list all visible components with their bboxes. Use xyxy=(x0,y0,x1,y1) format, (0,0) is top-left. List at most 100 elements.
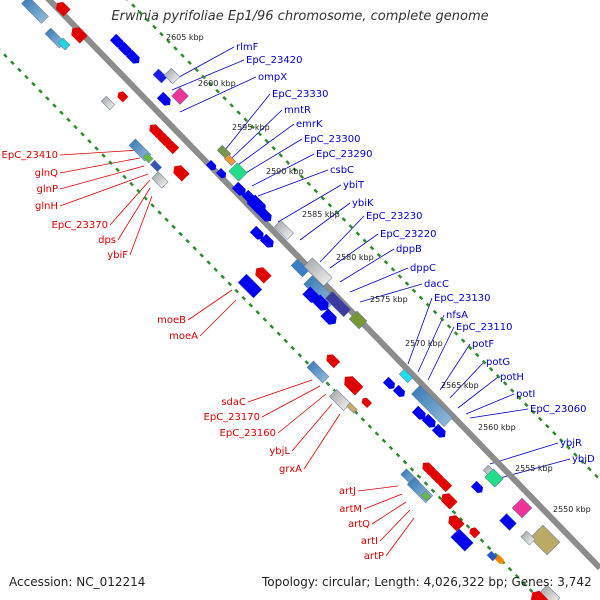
gene-feature-box xyxy=(228,162,248,182)
reverse-label-connector xyxy=(379,509,411,542)
reverse-gene-label: EpC_23160 xyxy=(220,428,276,439)
scale-tick-label: 2605 kbp xyxy=(166,33,204,42)
forward-gene-label: nfsA xyxy=(446,310,468,321)
forward-label-connector xyxy=(257,169,329,197)
forward-gene-arrow xyxy=(246,194,266,214)
gene-feature-box xyxy=(511,497,533,519)
reverse-gene-label: grxA xyxy=(279,464,302,475)
scale-tick-label: 2585 kbp xyxy=(302,210,340,219)
forward-gene-label: ybjD xyxy=(572,454,595,465)
reverse-label-connector xyxy=(261,385,321,418)
forward-gene-arrow xyxy=(382,376,395,389)
reverse-gene-arrow xyxy=(361,397,373,409)
forward-label-connector xyxy=(277,184,342,223)
gene-feature-box xyxy=(346,402,358,414)
reverse-gene-label: moeA xyxy=(169,331,198,342)
forward-gene-label: potI xyxy=(516,389,535,400)
genome-stats-text: Topology: circular; Length: 4,026,322 bp… xyxy=(262,575,592,589)
reverse-gene-arrow xyxy=(441,493,458,510)
reverse-gene-arrow xyxy=(55,1,71,17)
gene-feature-box xyxy=(149,159,163,173)
forward-label-connector xyxy=(465,393,515,415)
forward-label-connector xyxy=(299,202,351,241)
reverse-gene-label: artI xyxy=(361,536,378,547)
reverse-label-connector xyxy=(59,157,141,174)
gene-feature-box xyxy=(486,550,498,562)
forward-gene-arrow xyxy=(259,233,274,248)
accession-text: Accession: NC_012214 xyxy=(9,575,146,589)
reverse-label-connector xyxy=(277,393,327,434)
reverse-gene-label: EpC_23370 xyxy=(52,220,108,231)
gene-feature-box xyxy=(171,87,189,105)
reverse-gene-arrow xyxy=(438,478,453,493)
gene-feature-box xyxy=(142,152,154,164)
forward-label-connector xyxy=(329,233,379,269)
gene-feature-box xyxy=(499,513,517,531)
reverse-gene-arrow xyxy=(165,140,180,155)
forward-gene-arrow xyxy=(205,159,217,171)
scale-tick-label: 2595 kbp xyxy=(232,123,270,132)
forward-label-connector xyxy=(319,215,365,263)
reverse-gene-label: moeB xyxy=(157,315,186,326)
forward-gene-arrow xyxy=(125,49,140,64)
gene-feature-box xyxy=(329,389,351,411)
reverse-gene-label: EpC_23410 xyxy=(2,150,58,161)
forward-gene-arrow xyxy=(392,384,405,397)
forward-gene-label: EpC_23420 xyxy=(246,55,302,66)
reverse-label-connector xyxy=(303,413,341,470)
scale-tick-label: 2550 kbp xyxy=(553,505,591,514)
forward-gene-label: EpC_23230 xyxy=(366,211,422,222)
forward-gene-label: potG xyxy=(486,357,510,368)
forward-gene-label: dppC xyxy=(410,263,436,274)
reverse-gene-arrow xyxy=(117,91,129,103)
reverse-gene-arrow xyxy=(255,267,272,284)
reverse-gene-arrow xyxy=(173,165,190,182)
forward-gene-label: EpC_23110 xyxy=(456,322,512,333)
reverse-gene-label: glnQ xyxy=(35,168,58,179)
scale-tick-label: 2575 kbp xyxy=(370,295,408,304)
forward-label-connector xyxy=(243,138,303,175)
gene-feature-box xyxy=(398,368,414,384)
gene-feature-box xyxy=(484,468,504,488)
gene-feature-box xyxy=(152,68,168,84)
forward-gene-label: dacC xyxy=(424,279,449,290)
forward-label-connector xyxy=(469,408,529,419)
reverse-label-connector xyxy=(371,501,407,525)
scale-tick-label: 2555 kbp xyxy=(515,464,553,473)
scale-tick-label: 2600 kbp xyxy=(198,79,236,88)
gene-feature-box xyxy=(450,528,474,552)
forward-gene-label: EpC_23300 xyxy=(304,134,360,145)
reverse-gene-label: artQ xyxy=(348,519,370,530)
forward-gene-arrow xyxy=(156,91,171,106)
scale-tick-label: 2565 kbp xyxy=(441,381,479,390)
reverse-gene-arrow xyxy=(344,376,364,396)
gene-feature-box xyxy=(348,310,368,330)
reverse-gene-label: dps xyxy=(98,235,116,246)
forward-gene-arrow xyxy=(109,33,124,48)
reverse-gene-label: artP xyxy=(364,551,384,562)
forward-gene-arrow xyxy=(215,167,227,179)
forward-gene-arrow xyxy=(411,405,426,420)
forward-label-connector xyxy=(417,314,445,373)
reverse-label-connector xyxy=(59,149,141,156)
forward-gene-label: ybjR xyxy=(560,438,582,449)
forward-label-connector xyxy=(457,376,499,409)
forward-gene-label: potF xyxy=(472,339,494,350)
gene-feature-box xyxy=(274,220,294,240)
gene-feature-box xyxy=(237,273,263,299)
reverse-label-connector xyxy=(187,289,233,321)
reverse-label-connector xyxy=(199,299,237,337)
reverse-gene-label: glnP xyxy=(37,184,59,195)
reverse-gene-arrow xyxy=(448,515,465,532)
gene-feature-box xyxy=(420,490,432,502)
forward-gene-arrow xyxy=(312,294,329,311)
reverse-label-connector xyxy=(59,173,149,207)
forward-label-connector xyxy=(407,297,433,365)
reverse-gene-label: EpC_23170 xyxy=(204,412,260,423)
forward-label-connector xyxy=(171,59,245,91)
forward-gene-label: EpC_23130 xyxy=(434,293,490,304)
gene-feature-box xyxy=(151,171,169,189)
forward-label-connector xyxy=(237,123,295,166)
